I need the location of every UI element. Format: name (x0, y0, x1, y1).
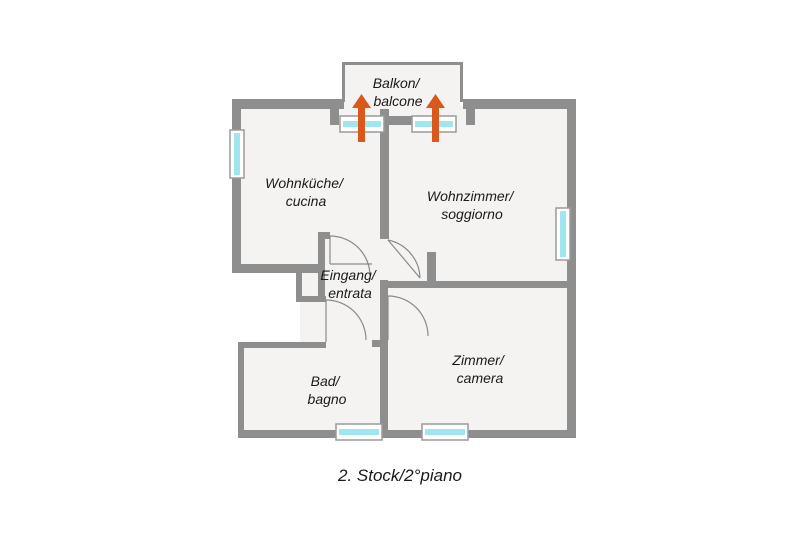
window-icon (421, 423, 469, 441)
balcony-access-arrow-icon (352, 94, 371, 142)
window-icon (229, 129, 245, 179)
balcony-access-arrows (352, 94, 445, 142)
doors (325, 235, 429, 342)
door-swing-icon (387, 295, 429, 340)
room-label-living: Wohnzimmer/ soggiorno (427, 188, 517, 222)
window-icon (335, 423, 383, 441)
window-icon (555, 207, 571, 261)
door-swing-icon (387, 239, 421, 279)
door-swing-icon (325, 299, 367, 342)
balcony-access-arrow-icon (426, 94, 445, 142)
room-label-bath: Bad/ bagno (308, 373, 347, 407)
room-label-balcony: Balkon/ balcone (373, 75, 424, 109)
room-label-kitchen: Wohnküche/ cucina (265, 175, 347, 209)
floor-caption: 2. Stock/2°piano (338, 466, 462, 485)
walls (232, 62, 576, 438)
door-swing-icon (329, 235, 372, 277)
room-label-bedroom: Zimmer/ camera (451, 352, 507, 386)
exterior-notch (232, 272, 300, 344)
room-label-entrance: Eingang/ entrata (320, 267, 379, 301)
